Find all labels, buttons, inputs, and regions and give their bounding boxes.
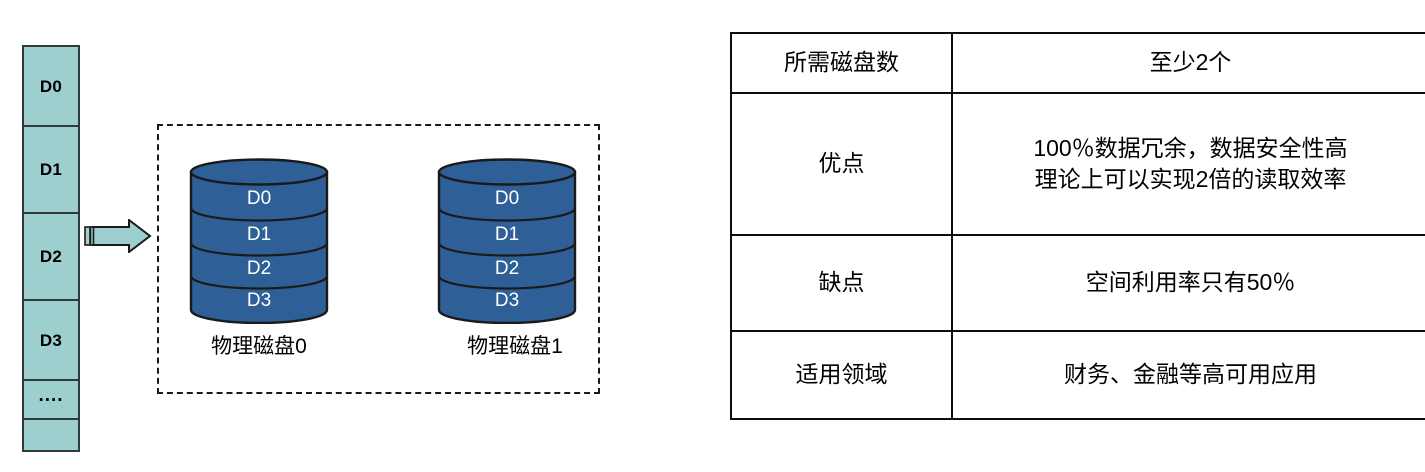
logical-block-d1: D1 (24, 127, 78, 214)
row-label-advantages: 优点 (730, 92, 953, 236)
value-line: 至少2个 (1149, 49, 1232, 76)
table-row-use-cases: 适用领域 财务、金融等高可用应用 (730, 330, 1425, 420)
logical-block-label: .... (38, 385, 64, 406)
raid1-array-boundary (157, 124, 600, 394)
logical-block-empty (24, 420, 78, 450)
raid1-spec-table: 所需磁盘数 至少2个 优点 100％数据冗余，数据安全性高 理论上可以实现2倍的… (730, 32, 1425, 420)
physical-disk-0-caption: 物理磁盘0 (211, 335, 307, 358)
logical-block-d2: D2 (24, 214, 78, 301)
disk-cylinder-icon (437, 158, 577, 324)
disk-cylinder-icon (189, 158, 329, 324)
value-line: 理论上可以实现2倍的读取效率 (1034, 166, 1347, 192)
row-value-advantages: 100％数据冗余，数据安全性高 理论上可以实现2倍的读取效率 (951, 92, 1425, 236)
physical-disk-1: D0 D1 D2 D3 物理磁盘1 (437, 158, 577, 358)
physical-disk-0: D0 D1 D2 D3 物理磁盘0 (189, 158, 329, 358)
table-row-advantages: 优点 100％数据冗余，数据安全性高 理论上可以实现2倍的读取效率 (730, 92, 1425, 236)
logical-block-label: D0 (39, 76, 63, 96)
logical-block-d3: D3 (24, 301, 78, 381)
row-label-disadvantages: 缺点 (730, 234, 953, 332)
logical-block-label: D1 (39, 160, 63, 179)
value-line: 财务、金融等高可用应用 (1064, 361, 1317, 388)
arrow-right-icon (84, 217, 152, 255)
logical-block-label: D3 (39, 330, 63, 350)
logical-block-ellipsis: .... (24, 381, 78, 420)
logical-data-blocks: D0 D1 D2 D3 .... (22, 45, 80, 452)
logical-block-d0: D0 (24, 47, 78, 127)
row-value-required-disks: 至少2个 (951, 32, 1425, 94)
write-flow-arrow-container (84, 217, 152, 255)
logical-block-label: D2 (39, 247, 63, 266)
table-row-disadvantages: 缺点 空间利用率只有50％ (730, 234, 1425, 332)
row-label-use-cases: 适用领域 (730, 330, 953, 420)
row-value-use-cases: 财务、金融等高可用应用 (951, 330, 1425, 420)
value-line: 100％数据冗余，数据安全性高 (1033, 134, 1348, 161)
row-value-disadvantages: 空间利用率只有50％ (951, 234, 1425, 332)
physical-disk-1-caption: 物理磁盘1 (467, 335, 563, 358)
value-line: 空间利用率只有50％ (1085, 269, 1296, 296)
table-row-required-disks: 所需磁盘数 至少2个 (730, 32, 1425, 94)
row-label-required-disks: 所需磁盘数 (730, 32, 953, 94)
